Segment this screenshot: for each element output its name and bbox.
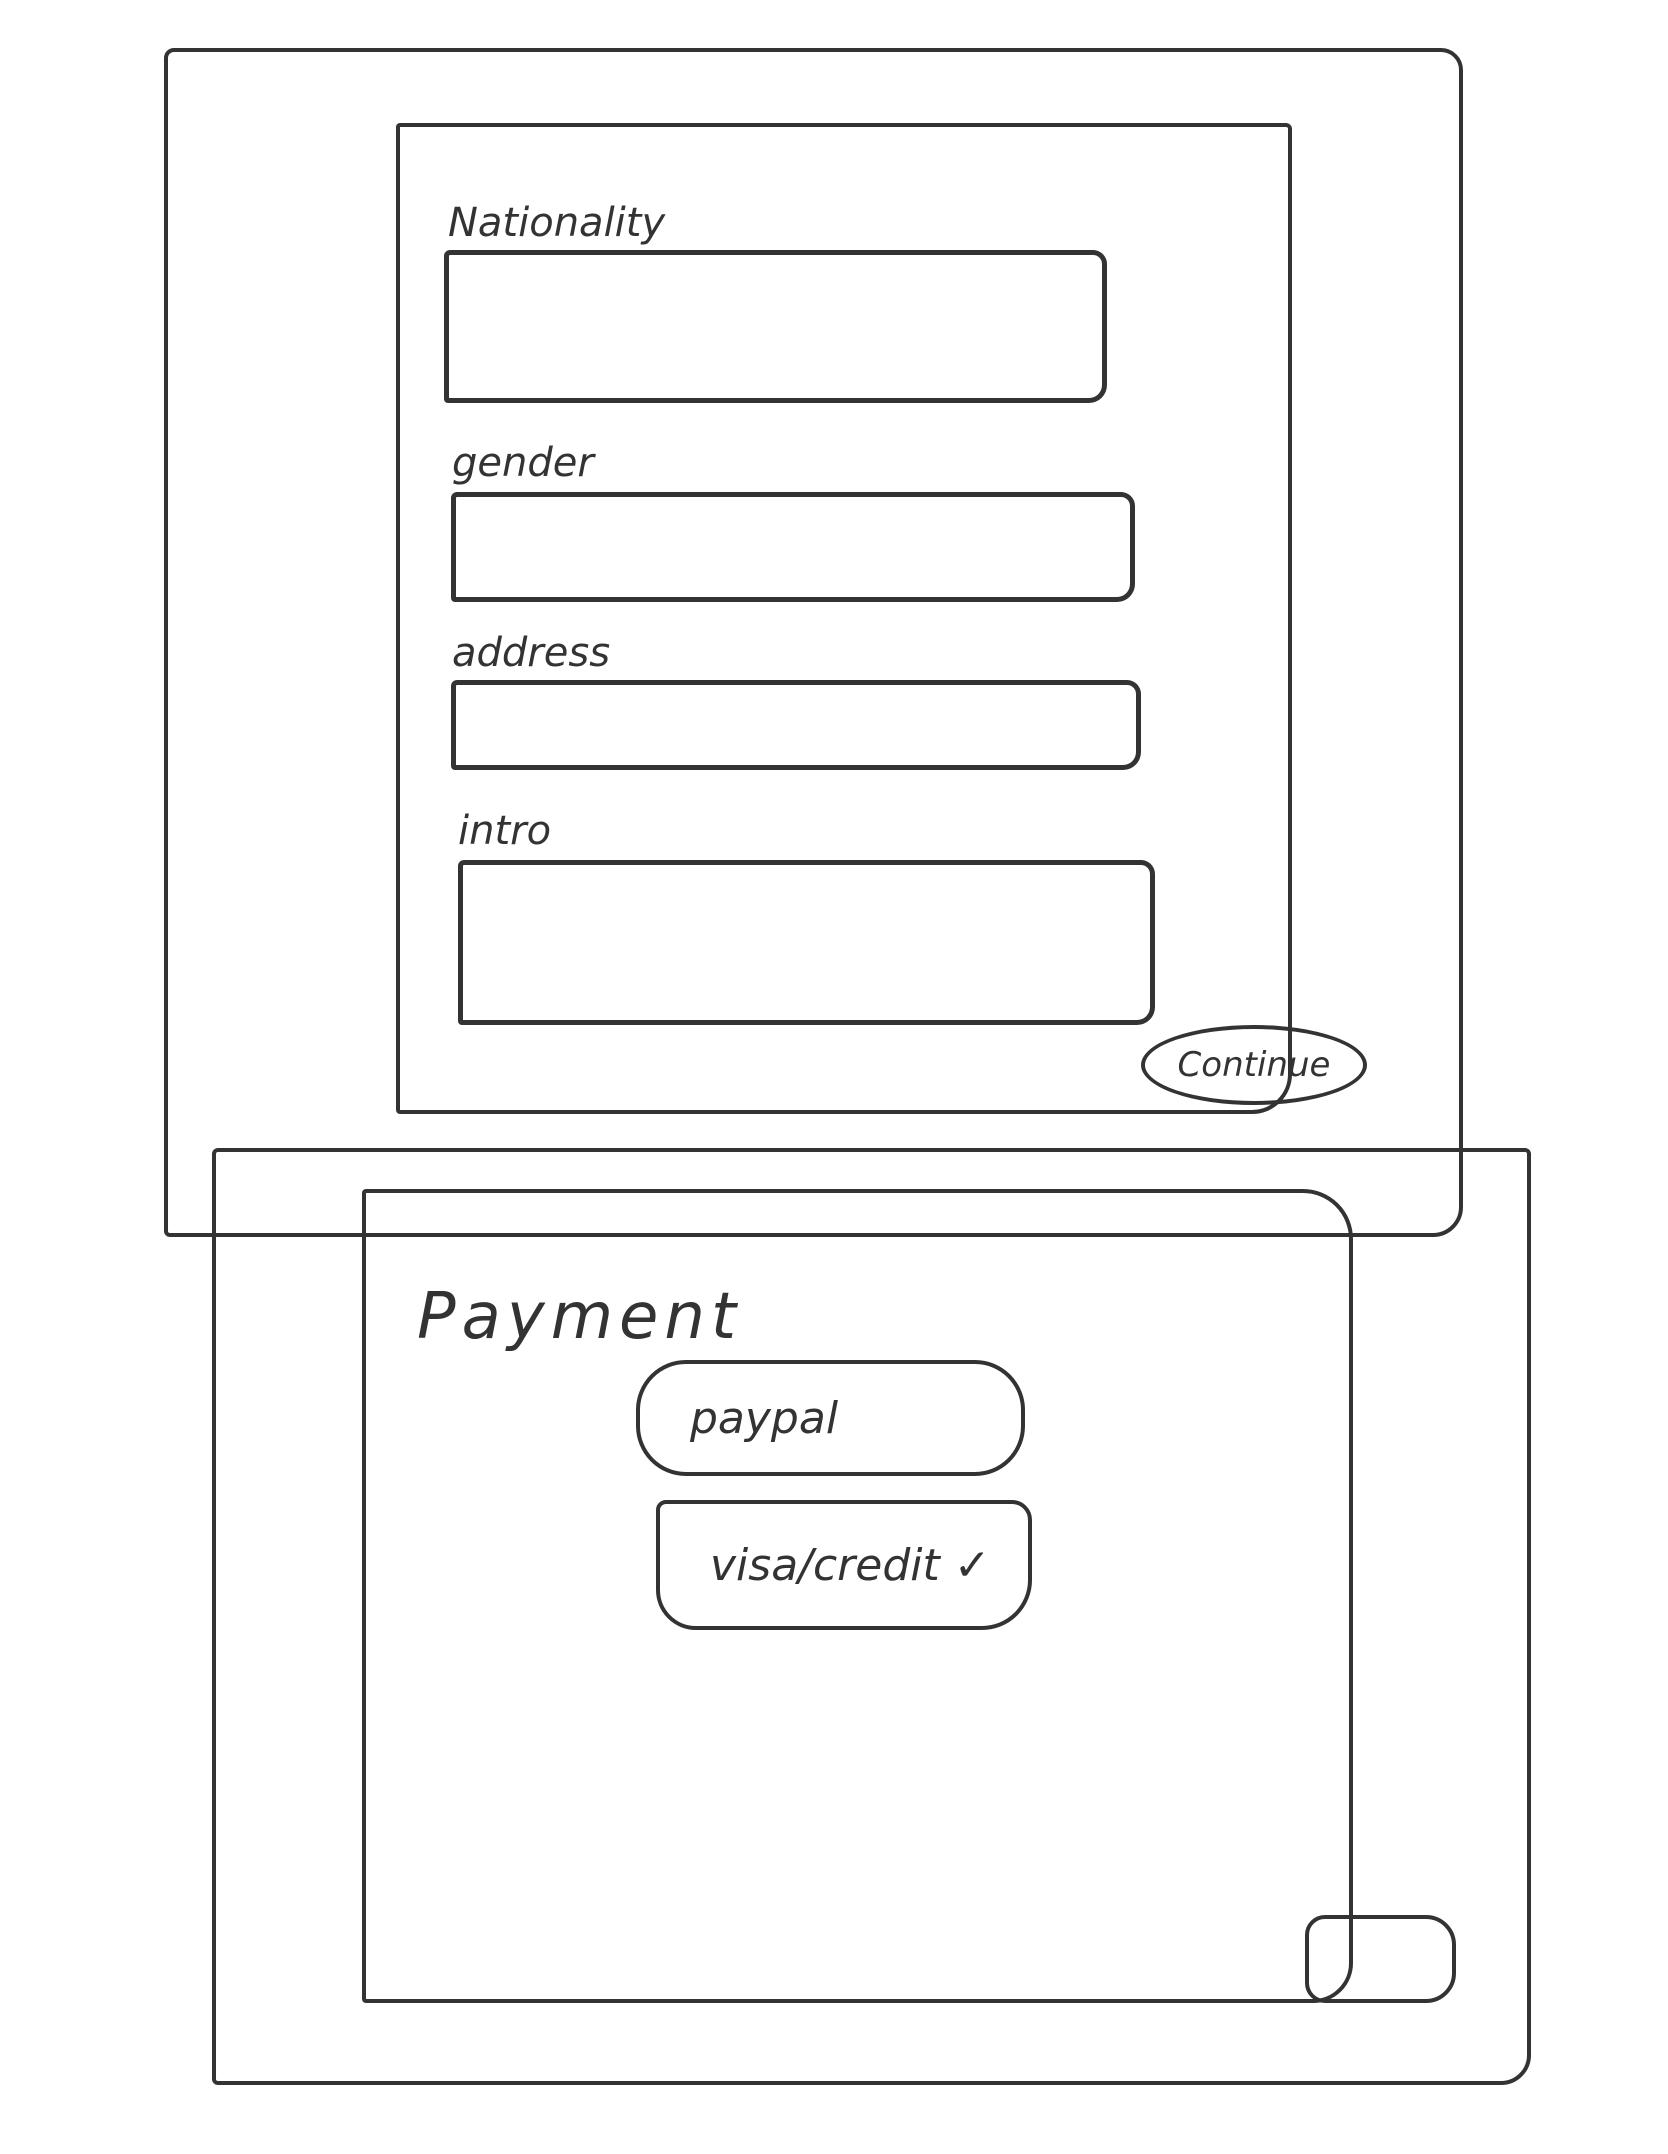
gender-input[interactable] — [451, 492, 1135, 602]
payment-next-button[interactable] — [1305, 1915, 1456, 2003]
details-form-card — [396, 123, 1292, 1114]
field-label-gender: gender — [452, 440, 594, 486]
nationality-input[interactable] — [444, 250, 1107, 403]
details-screen-frame — [164, 48, 1463, 1237]
payment-screen-frame — [212, 1148, 1531, 2085]
payment-option-paypal[interactable]: paypal — [636, 1360, 1025, 1476]
visa-credit-label: visa/credit ✓ — [710, 1539, 991, 1591]
field-label-nationality: Nationality — [448, 200, 666, 246]
paypal-label: paypal — [690, 1392, 839, 1444]
intro-textarea[interactable] — [458, 860, 1155, 1025]
continue-button[interactable]: Continue — [1141, 1025, 1367, 1105]
payment-title: Payment — [417, 1280, 743, 1354]
field-label-address: address — [452, 630, 611, 676]
payment-card — [362, 1189, 1353, 2003]
payment-option-visa-credit[interactable]: visa/credit ✓ — [656, 1500, 1032, 1630]
field-label-intro: intro — [458, 808, 552, 854]
continue-button-label: Continue — [1177, 1045, 1331, 1085]
address-input[interactable] — [451, 680, 1141, 770]
